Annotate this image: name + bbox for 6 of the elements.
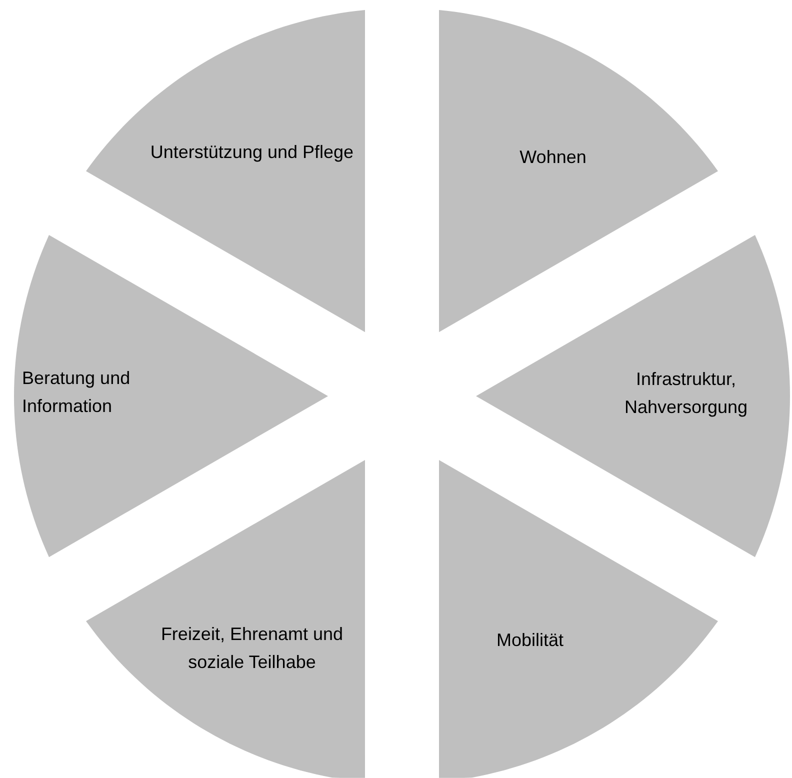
segment-label: Beratung und Information [22,366,132,418]
segment-label: Wohnen [518,146,588,169]
segment-label: Infrastruktur, Nahversorgung [623,368,749,419]
segment-label: Mobilität [495,628,565,652]
segment-label: Freizeit, Ehrenamt und soziale Teilhabe [160,622,344,674]
segment-label: Unterstützung und Pflege [149,140,355,164]
